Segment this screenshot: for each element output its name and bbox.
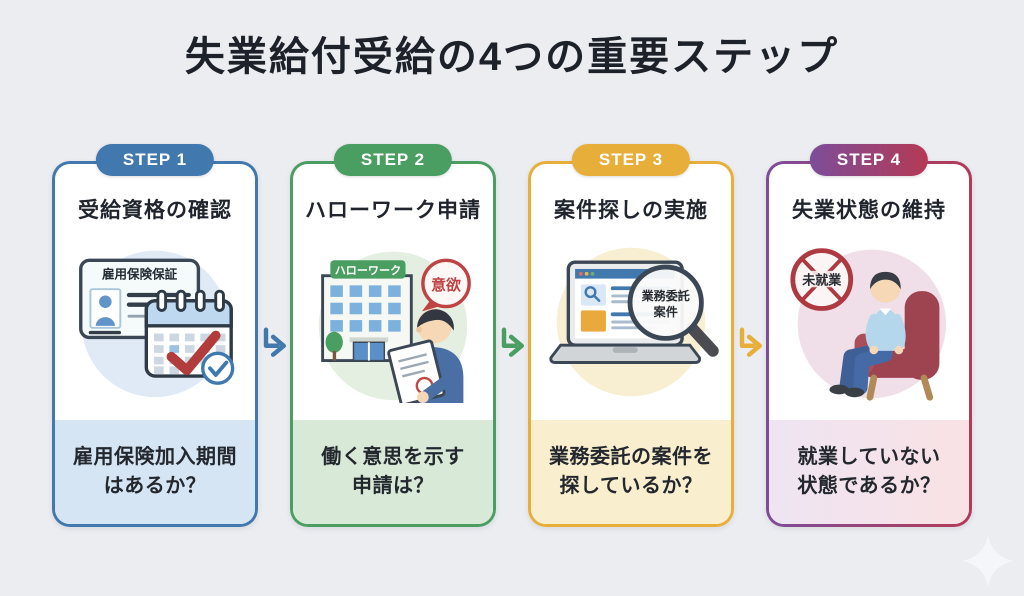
- question-line: 探しているか？: [559, 475, 703, 497]
- step4-body: 失業状態の維持: [769, 164, 969, 524]
- step4-title: 失業状態の維持: [792, 199, 946, 222]
- laptop-search-illustration: 業務委託 案件: [531, 224, 731, 420]
- magnifier-label-line2: 案件: [653, 304, 678, 319]
- question-line: 働く意思を示す: [321, 446, 465, 468]
- step-card-1: STEP 1 受給資格の確認 雇用保険保証: [52, 144, 258, 527]
- step2-body: ハローワーク申請 ハローワーク: [293, 164, 493, 524]
- question-line: 就業していない: [797, 446, 941, 468]
- step1-question-panel: 雇用保険加入期間 はあるか？: [55, 420, 255, 524]
- arrow-step1-step2-icon: [258, 322, 290, 366]
- page-title: 失業給付受給の4つの重要ステップ: [184, 35, 840, 79]
- question-line: 業務委託の案件を: [549, 446, 713, 468]
- step-card-2: STEP 2 ハローワーク申請 ハローワーク: [290, 144, 496, 527]
- step1-title: 受給資格の確認: [78, 199, 232, 222]
- question-line: 申請は？: [352, 475, 434, 497]
- question-line: 状態であるか？: [797, 475, 941, 497]
- insurance-card-calendar-illustration: 雇用保険保証: [55, 224, 255, 420]
- hellowork-building-illustration: ハローワーク 意欲: [293, 224, 493, 420]
- step-card-3: STEP 3 案件探しの実施: [528, 144, 734, 527]
- step1-badge: STEP 1: [95, 144, 215, 176]
- step2-question-panel: 働く意思を示す 申請は？: [293, 420, 493, 524]
- question-line: 雇用保険加入期間: [73, 446, 237, 468]
- step1-body: 受給資格の確認 雇用保険保証: [55, 164, 255, 524]
- magnifier-label-line1: 業務委託: [641, 288, 690, 303]
- question-line: はあるか？: [103, 475, 207, 497]
- step3-body: 案件探しの実施: [531, 164, 731, 524]
- arrow-step3-step4-icon: [734, 322, 766, 366]
- step3-question-panel: 業務委託の案件を 探しているか？: [531, 420, 731, 524]
- step-card-4: STEP 4 失業状態の維持: [766, 144, 972, 527]
- step3-title: 案件探しの実施: [554, 199, 708, 222]
- step2-badge: STEP 2: [333, 144, 453, 176]
- sparkle-icon: [962, 535, 1014, 592]
- step3-badge: STEP 3: [571, 144, 691, 176]
- step2-title: ハローワーク申請: [305, 199, 481, 222]
- arrow-step2-step3-icon: [496, 322, 528, 366]
- insurance-card-label: 雇用保険保証: [102, 267, 178, 282]
- motivation-bubble-label: 意欲: [431, 276, 461, 294]
- unemployed-person-illustration: 未就業: [769, 224, 969, 420]
- not-employed-sign-label: 未就業: [801, 272, 842, 287]
- step4-badge: STEP 4: [809, 144, 929, 176]
- step4-question-panel: 就業していない 状態であるか？: [769, 420, 969, 524]
- steps-row: STEP 1 受給資格の確認 雇用保険保証: [0, 144, 1024, 527]
- hellowork-sign-label: ハローワーク: [335, 264, 401, 277]
